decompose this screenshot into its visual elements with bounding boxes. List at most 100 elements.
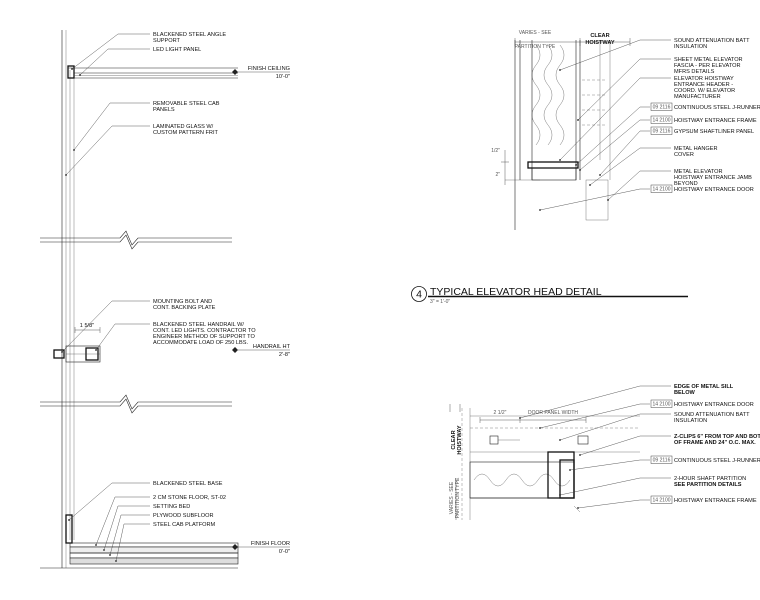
- break-line-bottom: [40, 394, 232, 414]
- leader-dot: [539, 209, 541, 211]
- jamb-note-line: OF FRAME AND 24" O.C. MAX.: [674, 440, 756, 446]
- head-clear-label: CLEAR: [590, 33, 609, 39]
- left-note-label: SUPPORT: [153, 38, 181, 44]
- left-note-label: BLACKENED STEEL ANGLE: [153, 32, 226, 38]
- leader-line: [559, 77, 671, 161]
- elevation-value: 10'-0": [276, 74, 290, 80]
- left-note-label: CONT. BACKING PLATE: [153, 305, 216, 311]
- handrail: [53, 327, 101, 363]
- spec-tag: 14 2100: [652, 117, 670, 123]
- head-note-line: ELEVATOR HOISTWAY: [674, 76, 734, 82]
- head-note-line: INSULATION: [674, 44, 707, 50]
- left-note-label: ENGINEER METHOD OF SUPPORT TO: [153, 334, 255, 340]
- left-note-label: SETTING BED: [153, 504, 190, 510]
- head-note-line: COORD. W/ ELEVATOR: [674, 88, 735, 94]
- leader-dot: [579, 454, 581, 456]
- head-note-line: GYPSUM SHAFTLINER PANEL: [674, 129, 754, 135]
- left-wall-section: [40, 30, 239, 569]
- leader-line: [607, 170, 671, 201]
- left-note-label: ACCOMMODATE LOAD OF 250 LBS.: [153, 340, 248, 346]
- detail-scale: 3" = 1'-0": [430, 299, 450, 305]
- spec-tag: 14 2100: [652, 186, 670, 192]
- leader-line: [559, 413, 671, 441]
- detail-title: TYPICAL ELEVATOR HEAD DETAIL: [430, 286, 602, 298]
- head-note-line: CONTINUOUS STEEL J-RUNNER: [674, 105, 760, 111]
- leader-dot: [569, 469, 571, 471]
- left-note-label: PANELS: [153, 107, 175, 113]
- elevation-marker: HANDRAIL HT2'-8": [232, 344, 291, 358]
- left-note-label: CONT. LED LIGHTS. CONTRACTOR TO: [153, 328, 256, 334]
- leader-line: [115, 523, 150, 562]
- leader-dot: [559, 159, 561, 161]
- head-note-line: FASCIA - PER ELEVATOR: [674, 63, 741, 69]
- head-note-line: HOISTWAY ENTRANCE FRAME: [674, 118, 757, 124]
- elevation-value: 0'-0": [279, 549, 290, 555]
- left-note-label: REMOVABLE STEEL CAB: [153, 101, 220, 107]
- head-note-line: HOISTWAY ENTRANCE DOOR: [674, 187, 754, 193]
- break-line-top: [40, 230, 232, 250]
- leader-dot: [519, 417, 521, 419]
- jamb-note-line: EDGE OF METAL SILL: [674, 384, 734, 390]
- head-dim-2: 2": [495, 172, 500, 178]
- leader-dot: [577, 507, 579, 509]
- jamb-note-line: CONTINUOUS STEEL J-RUNNER: [674, 458, 760, 464]
- left-note-label: BLACKENED STEEL BASE: [153, 481, 223, 487]
- head-note-line: HOISTWAY ENTRANCE JAMB: [674, 175, 752, 181]
- head-note: 09 2116 CONTINUOUS STEEL J-RUNNER: [575, 102, 760, 166]
- elevation-name: FINISH CEILING: [248, 66, 290, 72]
- left-note-label: CUSTOM PATTERN FRIT: [153, 130, 219, 136]
- leader-dot: [575, 164, 577, 166]
- head-header-varies: VARIES - SEE: [519, 30, 552, 36]
- leader-dot: [79, 74, 81, 76]
- spec-tag-box: [650, 126, 673, 135]
- leader-line: [71, 33, 150, 70]
- leader-line: [539, 188, 650, 211]
- leader-line: [577, 499, 650, 509]
- leader-dot: [577, 119, 579, 121]
- leader-line: [519, 385, 671, 419]
- spec-tag-box: [650, 495, 673, 504]
- leader-dot: [599, 174, 601, 176]
- head-header-partition: PARTITION TYPE: [515, 44, 556, 50]
- jamb-header-door: DOOR PANEL WIDTH: [528, 410, 578, 416]
- spec-tag-box: [650, 102, 673, 111]
- leader-dot: [73, 149, 75, 151]
- left-note-label: STEEL CAB PLATFORM: [153, 522, 216, 528]
- jamb-side-label: VARIES - SEE: [449, 481, 455, 514]
- leader-dot: [61, 351, 63, 353]
- head-clear-label-2: HOISTWAY: [585, 40, 615, 46]
- leader-dot: [103, 549, 105, 551]
- spec-tag: 09 2116: [653, 128, 671, 134]
- jamb-note-line: HOISTWAY ENTRANCE DOOR: [674, 402, 754, 408]
- jamb-side-label-2: PARTITION TYPE: [455, 477, 461, 518]
- leader-dot: [68, 519, 70, 521]
- jamb-note-line: HOISTWAY ENTRANCE FRAME: [674, 498, 757, 504]
- left-note-label: BLACKENED STEEL HANDRAIL W/: [153, 322, 244, 328]
- jamb-note-line: SOUND ATTENUATION BATT: [674, 412, 750, 418]
- left-note-label: LAMINATED GLASS W/: [153, 124, 214, 130]
- jamb-note-line: INSULATION: [674, 418, 707, 424]
- floor-assembly: [40, 514, 239, 569]
- leader-line: [79, 48, 150, 76]
- left-note-label: 2 CM STONE FLOOR, ST-02: [153, 495, 226, 501]
- leader-dot: [95, 349, 97, 351]
- leader-dot: [65, 174, 67, 176]
- leader-line: [95, 496, 150, 546]
- jamb-clear-label-2: HOISTWAY: [457, 425, 463, 455]
- detail-number-bubble: [411, 286, 427, 302]
- leader-line: [61, 300, 150, 353]
- spec-tag-box: [650, 455, 673, 464]
- leader-dot: [559, 494, 561, 496]
